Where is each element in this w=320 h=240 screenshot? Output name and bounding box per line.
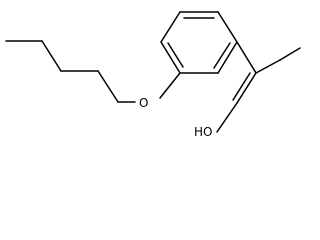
chain-bond-2 [41,40,62,72]
ring-bond-2 [217,11,238,43]
ether-oxygen-label: O [139,96,148,110]
ring-bond-5-inner [167,42,184,68]
ring-to-oxime-carbon-bond [236,41,257,74]
ethyl-bond-1 [255,59,281,74]
chain-bond-4 [97,70,119,103]
propyl-oxime-group: HO [194,41,301,139]
c-n-double-bond [236,72,257,104]
structure-diagram: O HO [5,11,301,139]
ethyl-bond-2 [279,47,301,61]
pentyl-chain [5,40,136,103]
ring-bond-3 [217,41,238,74]
ring-bond-5 [160,41,181,74]
c-n-double-bond-inner [232,72,251,101]
ether-link: O [139,72,181,110]
hydroxyl-label: HO [194,125,212,139]
benzene-ring [160,11,238,74]
ring-bond-3-inner [213,42,231,69]
oxygen-to-ring-bond [159,72,181,99]
n-o-bond [216,102,238,133]
ring-bond-6 [160,11,181,43]
